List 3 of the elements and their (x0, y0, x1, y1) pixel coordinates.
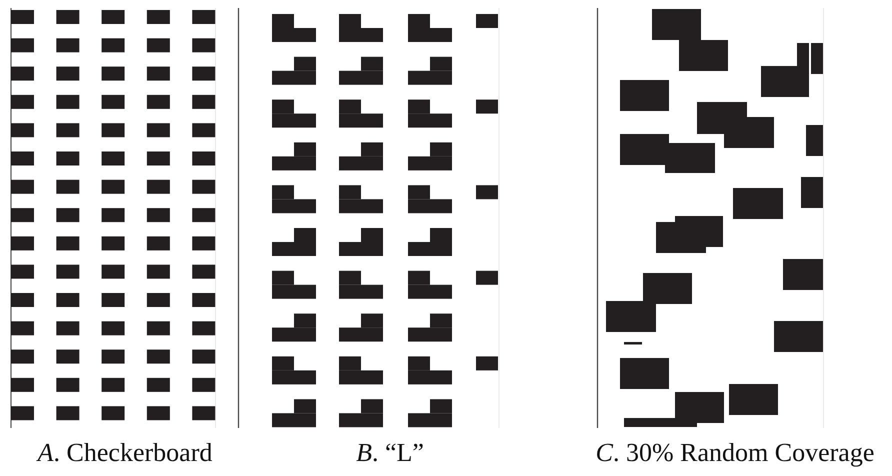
panel-caption: A. Checkerboard (38, 437, 212, 469)
panel-caption: C. 30% Random Coverage (596, 437, 874, 469)
panel-caption: B. “L” (356, 437, 424, 469)
